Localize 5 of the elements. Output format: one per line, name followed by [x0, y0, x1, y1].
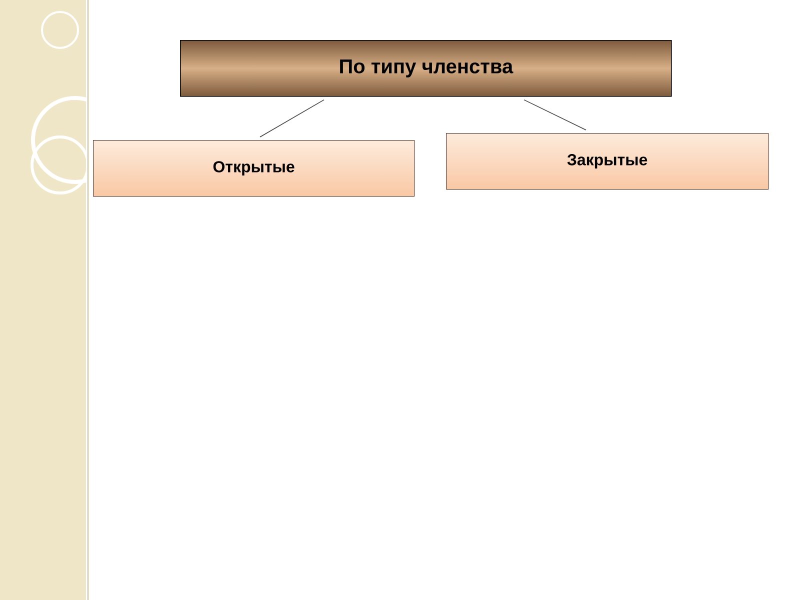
category-box: Закрытые	[446, 133, 769, 190]
connector-line	[260, 99, 324, 138]
category-box: Открытые	[93, 140, 415, 197]
title-box: По типу членства	[180, 40, 672, 97]
connector-line	[524, 99, 586, 130]
